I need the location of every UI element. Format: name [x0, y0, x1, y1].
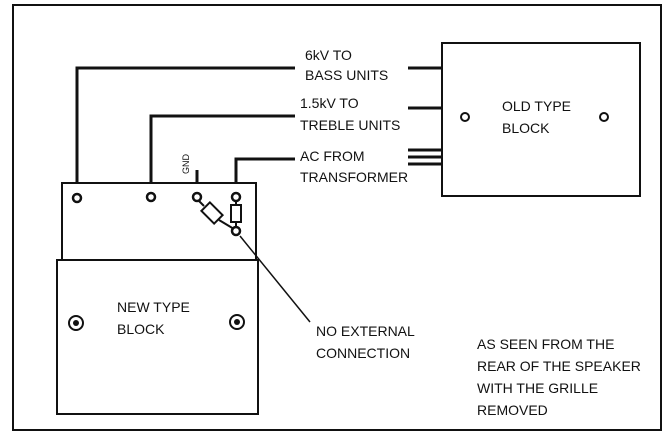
label-new-block-line2: BLOCK [117, 321, 165, 337]
note-line1: AS SEEN FROM THE [477, 336, 614, 352]
vertical-resistor [230, 201, 242, 227]
terminal-ac [230, 191, 242, 203]
note-line3: WITH THE GRILLE [477, 380, 598, 396]
old-block-mount-hole-right [599, 112, 609, 122]
label-old-block-line2: BLOCK [502, 120, 550, 136]
label-ac-line2: TRANSFORMER [300, 169, 408, 185]
wire-ac [234, 157, 295, 183]
old-type-block [441, 42, 641, 197]
label-1-5kv-line2: TREBLE UNITS [300, 117, 400, 133]
diagonal-resistor [197, 199, 235, 230]
old-block-terminal-stubs [408, 66, 442, 166]
old-block-mount-hole-left [460, 112, 470, 122]
terminal-6kv [71, 192, 83, 204]
label-6kv-line1: 6kV TO [305, 47, 352, 63]
no-connection-leader [239, 235, 311, 323]
label-1-5kv-line1: 1.5kV TO [300, 95, 359, 111]
new-type-block [56, 259, 259, 415]
label-old-block-line1: OLD TYPE [502, 98, 571, 114]
label-no-external-line1: NO EXTERNAL [316, 323, 415, 339]
wire-6kv [75, 66, 295, 183]
terminal-gnd [191, 191, 203, 203]
wires [75, 66, 295, 183]
note-line2: REAR OF THE SPEAKER [477, 358, 641, 374]
note-line4: REMOVED [477, 402, 548, 418]
label-gnd: GND [181, 154, 191, 175]
label-no-external-line2: CONNECTION [316, 345, 410, 361]
outer-frame [12, 4, 662, 431]
label-6kv-line2: BASS UNITS [305, 67, 388, 83]
wire-1-5kv [149, 114, 295, 183]
label-new-block-line1: NEW TYPE [117, 299, 190, 315]
new-block-terminal-strip [61, 182, 257, 264]
terminal-1-5kv [145, 191, 157, 203]
label-ac-line1: AC FROM [300, 148, 365, 164]
